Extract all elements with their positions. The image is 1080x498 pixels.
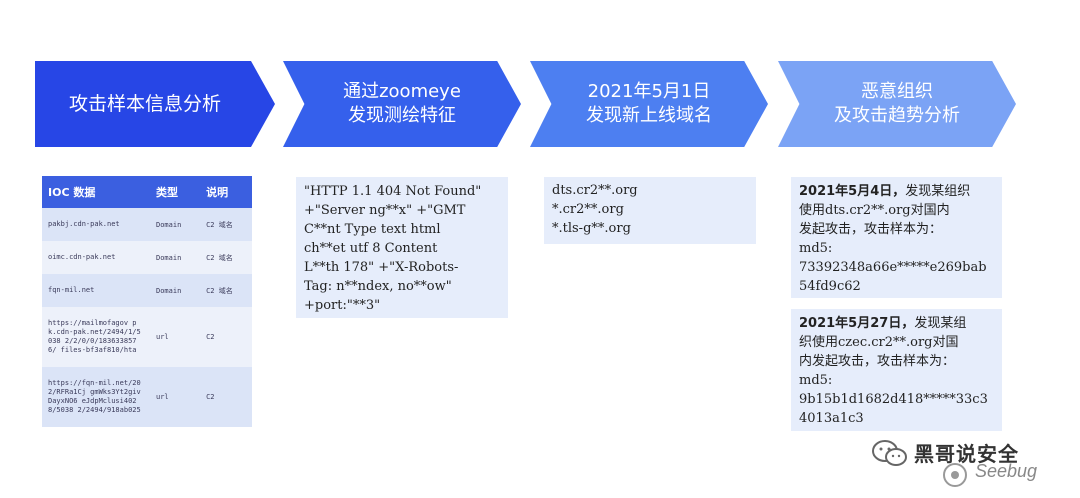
finding-box-may-4: 2021年5月4日，发现某组织 使用dts.cr2**.org对国内 发起攻击，…	[791, 177, 1002, 298]
ioc-indicator: pakbj.cdn-pak.net	[42, 208, 150, 241]
watermark-account: 黑哥说安全	[914, 442, 1019, 466]
ioc-note: C2	[200, 367, 252, 427]
step-zoomeye-fingerprint: 通过zoomeye 发现测绘特征	[283, 61, 521, 147]
table-row: oimc.cdn-pak.net Domain C2 域名	[42, 241, 252, 274]
ioc-table-header: IOC 数据 类型 说明	[42, 176, 252, 208]
finding-date: 2021年5月4日，	[799, 184, 906, 199]
ioc-note: C2 域名	[200, 208, 252, 241]
ioc-type: Domain	[150, 208, 201, 241]
new-domains-box: dts.cr2**.org *.cr2**.org *.tls-g**.org	[544, 177, 756, 244]
ioc-type: Domain	[150, 274, 201, 307]
ioc-indicator: https://fqn-mil.net/202/RFRa1Cj gmWks3Yt…	[42, 367, 150, 427]
zoomeye-fingerprint-box: "HTTP 1.1 404 Not Found" +"Server ng**x"…	[296, 177, 508, 318]
ioc-indicator: oimc.cdn-pak.net	[42, 241, 150, 274]
table-row: pakbj.cdn-pak.net Domain C2 域名	[42, 208, 252, 241]
ioc-table: IOC 数据 类型 说明 pakbj.cdn-pak.net Domain C2…	[42, 176, 252, 427]
finding-body: 发现某组 织使用czec.cr2**.org对国 内发起攻击，攻击样本为： md…	[799, 316, 988, 426]
header-ioc-data: IOC 数据	[42, 176, 150, 208]
seebug-logo-icon	[943, 463, 967, 487]
domain-item: dts.cr2**.org	[552, 183, 638, 198]
domain-item: *.cr2**.org	[552, 202, 624, 217]
table-row: https://fqn-mil.net/202/RFRa1Cj gmWks3Yt…	[42, 367, 252, 427]
finding-box-may-27: 2021年5月27日，发现某组 织使用czec.cr2**.org对国 内发起攻…	[791, 309, 1002, 431]
ioc-note: C2 域名	[200, 241, 252, 274]
domain-item: *.tls-g**.org	[552, 221, 631, 236]
ioc-note: C2	[200, 307, 252, 367]
ioc-indicator: https://mailmofagov pk.cdn-pak.net/2494/…	[42, 307, 150, 367]
step-sample-analysis: 攻击样本信息分析	[35, 61, 275, 147]
header-note: 说明	[200, 176, 252, 208]
finding-body: 发现某组织 使用dts.cr2**.org对国内 发起攻击，攻击样本为： md5…	[799, 184, 987, 294]
table-row: https://mailmofagov pk.cdn-pak.net/2494/…	[42, 307, 252, 367]
ioc-type: url	[150, 367, 201, 427]
watermark-brand: Seebug	[975, 461, 1038, 481]
ioc-type: Domain	[150, 241, 201, 274]
ioc-type: url	[150, 307, 201, 367]
finding-date: 2021年5月27日，	[799, 316, 915, 331]
step-new-domains: 2021年5月1日 发现新上线域名	[530, 61, 768, 147]
header-type: 类型	[150, 176, 201, 208]
table-row: fqn-mil.net Domain C2 域名	[42, 274, 252, 307]
step-trend-analysis: 恶意组织 及攻击趋势分析	[778, 61, 1016, 147]
ioc-note: C2 域名	[200, 274, 252, 307]
ioc-indicator: fqn-mil.net	[42, 274, 150, 307]
wechat-icon	[872, 440, 907, 466]
